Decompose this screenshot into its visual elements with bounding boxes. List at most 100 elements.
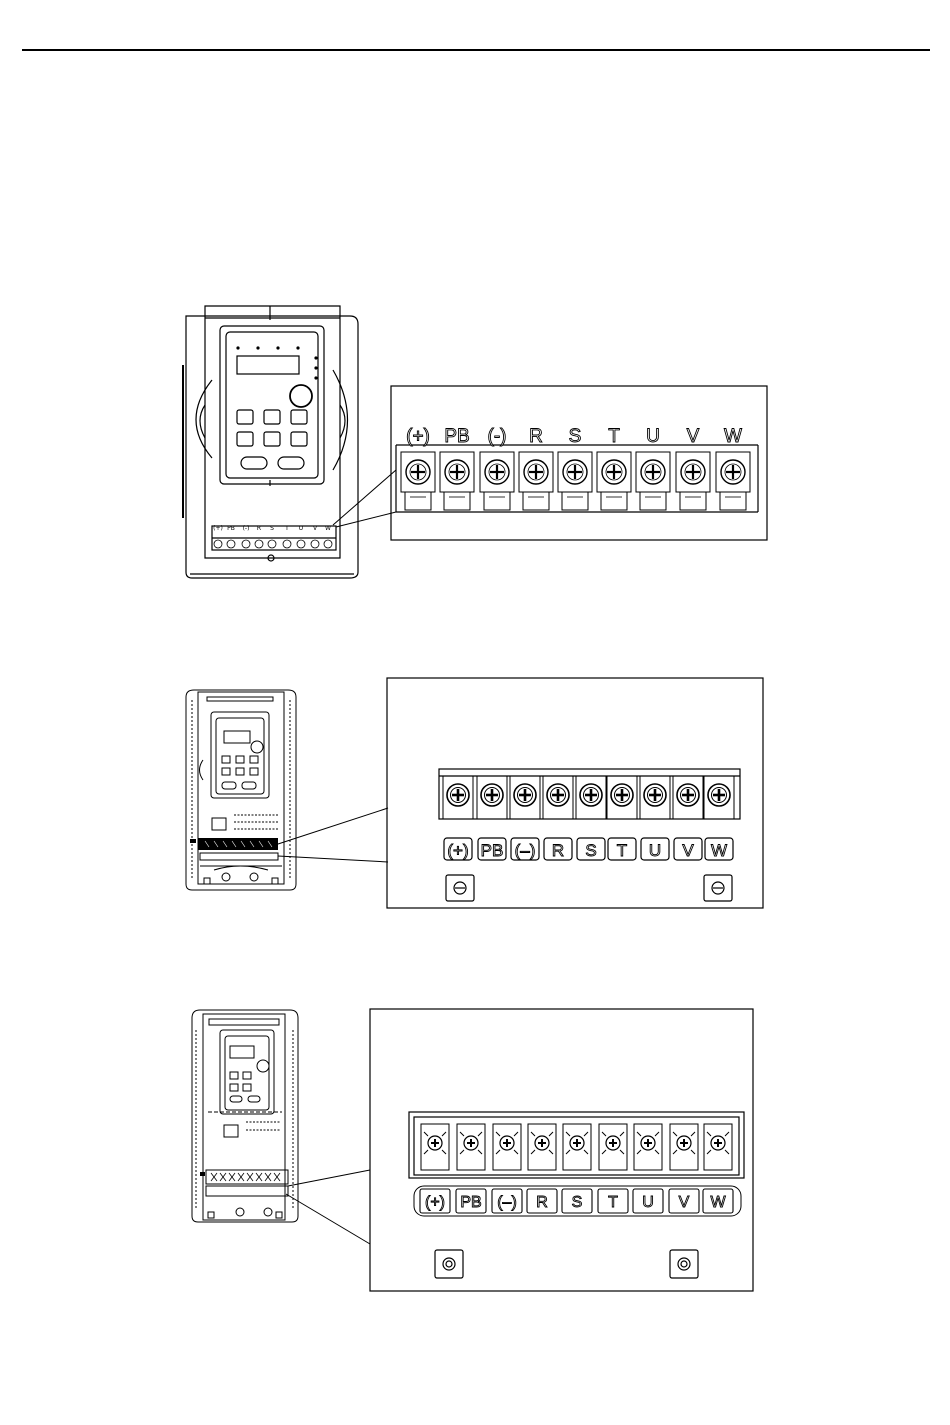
terminal-screw-icon — [681, 460, 705, 484]
terminal-label: (-) — [488, 426, 507, 447]
terminal-label-box: T — [608, 838, 636, 860]
ground-terminals-2 — [446, 875, 732, 901]
terminal-screw-icon — [531, 1132, 553, 1154]
terminal-screw-icon — [524, 460, 548, 484]
terminal-label: R — [529, 426, 543, 447]
terminal-label: U — [642, 1194, 654, 1211]
terminal-screw-icon — [721, 460, 745, 484]
terminal-screw-icon — [602, 460, 626, 484]
mini-terminal-label: R — [257, 525, 261, 532]
terminal-label: W — [711, 841, 727, 860]
terminal-screw-icon — [283, 540, 291, 548]
terminal-cell — [599, 1124, 627, 1170]
terminal-label-box: (–) — [511, 838, 539, 860]
terminal-label: R — [552, 841, 564, 860]
terminal-label: PB — [481, 841, 504, 860]
terminal-screw-icon — [611, 784, 633, 806]
terminal-cell — [636, 452, 670, 510]
terminal-label: S — [569, 426, 582, 447]
terminal-screw-icon — [255, 540, 263, 548]
terminal-cell — [510, 776, 540, 819]
mini-terminal-label: T — [284, 525, 289, 532]
terminal-label-box: (+) — [444, 838, 472, 860]
terminal-label: U — [646, 426, 660, 447]
terminal-label: V — [679, 1194, 690, 1211]
terminal-screw-icon — [268, 540, 276, 548]
terminal-label: R — [536, 1194, 548, 1211]
terminal-label: (–) — [515, 841, 536, 860]
terminal-cell — [640, 776, 670, 819]
terminal-detail-box-1 — [391, 386, 767, 540]
terminal-screw-icon — [406, 460, 430, 484]
terminal-screw-icon — [297, 540, 305, 548]
ground-screw-icon — [670, 1250, 698, 1278]
terminal-label: V — [687, 426, 700, 447]
terminal-cell — [543, 776, 573, 819]
terminal-cell — [716, 452, 750, 510]
terminal-cell — [704, 776, 734, 819]
inverter-front-view-1-mini-screws — [214, 540, 332, 548]
terminal-screw-icon — [580, 784, 602, 806]
terminal-label-box: PB — [456, 1189, 486, 1213]
terminal-screws-1 — [401, 452, 750, 510]
inverter-front-view-3-marker — [200, 1172, 205, 1176]
terminal-label: W — [724, 426, 742, 447]
terminal-screw-icon — [602, 1132, 624, 1154]
terminal-label-box: (+) — [420, 1189, 450, 1213]
inverter-front-view-1-leds — [236, 346, 317, 379]
terminal-label-box: (–) — [492, 1189, 522, 1213]
terminal-screw-icon — [644, 784, 666, 806]
terminal-label: U — [649, 841, 661, 860]
terminal-cell — [519, 452, 553, 510]
inverter-front-view-2-terminal-strip — [198, 838, 278, 850]
terminal-screw-icon — [708, 784, 730, 806]
terminal-label: V — [682, 841, 694, 860]
terminal-labels-3: (+)PB(–) R S T U VW — [420, 1189, 733, 1213]
terminal-screw-icon — [324, 540, 332, 548]
terminal-cell — [421, 1124, 449, 1170]
terminal-screw-icon — [547, 784, 569, 806]
mini-terminal-label: PB — [227, 525, 235, 532]
inverter-front-view-1 — [183, 306, 358, 578]
inverter-front-view-3 — [192, 1010, 298, 1222]
terminal-screw-icon — [227, 540, 235, 548]
terminal-cell — [607, 776, 637, 819]
terminal-screw-icon — [496, 1132, 518, 1154]
terminal-cell — [493, 1124, 521, 1170]
terminal-screw-icon — [566, 1132, 588, 1154]
terminal-cell — [528, 1124, 556, 1170]
terminal-label-box: V — [669, 1189, 699, 1213]
terminal-cell — [634, 1124, 662, 1170]
inverter-front-view-2 — [186, 690, 296, 890]
ground-terminals-3 — [435, 1250, 698, 1278]
terminal-cell — [563, 1124, 591, 1170]
terminal-label-box: V — [674, 838, 702, 860]
callout-lines-1 — [333, 470, 396, 527]
terminal-screw-icon — [514, 784, 536, 806]
mini-terminal-label: S — [270, 525, 274, 532]
terminal-cell — [558, 452, 592, 510]
terminal-label: S — [572, 1194, 583, 1211]
terminal-cell — [704, 1124, 732, 1170]
terminal-cell — [670, 1124, 698, 1170]
ground-screw-icon — [435, 1250, 463, 1278]
terminal-cell — [676, 452, 710, 510]
terminal-label-box: U — [641, 838, 669, 860]
inverter-front-view-2-marker — [190, 839, 196, 843]
mini-terminal-label: (+) — [213, 525, 223, 532]
terminal-screws-2 — [443, 776, 734, 819]
terminal-label-box: W — [703, 1189, 733, 1213]
terminal-screws-3 — [421, 1124, 732, 1170]
terminal-label: T — [608, 1194, 618, 1211]
terminal-label: T — [617, 841, 627, 860]
terminal-cell — [597, 452, 631, 510]
terminal-label-box: R — [544, 838, 572, 860]
inverter-front-view-3-mini-screws — [211, 1173, 280, 1181]
terminal-screw-icon — [707, 1132, 729, 1154]
terminal-screw-icon — [641, 460, 665, 484]
terminal-cell — [440, 452, 474, 510]
terminal-screw-icon — [677, 784, 699, 806]
